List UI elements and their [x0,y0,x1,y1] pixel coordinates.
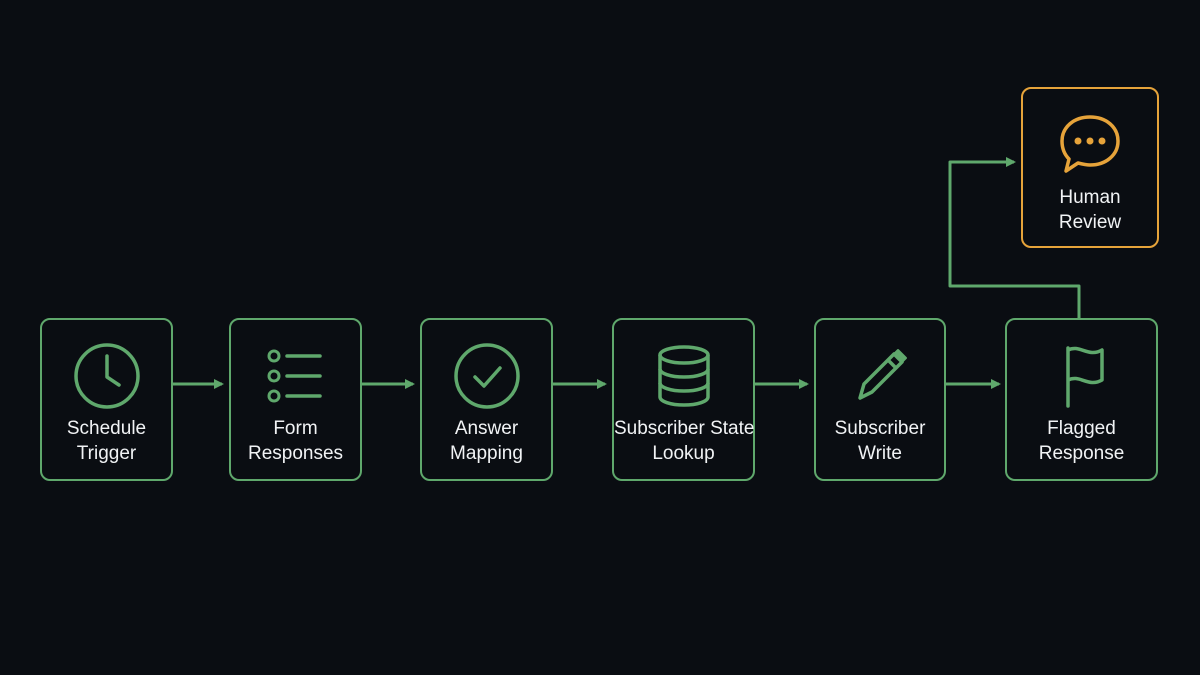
list-icon [260,340,332,412]
node-label: Subscriber State Lookup [614,418,755,464]
node-flagged-response[interactable]: Flagged Response [1005,318,1158,481]
flag-icon [1046,340,1118,412]
chat-bubble-icon [1054,107,1126,179]
node-answer-mapping[interactable]: Answer Mapping [420,318,553,481]
node-label: Subscriber Write [834,418,926,464]
database-icon [648,340,720,412]
pencil-icon [844,340,916,412]
arrow-flagged-to-review [948,157,1081,318]
clock-icon [71,340,143,412]
node-schedule-trigger[interactable]: Schedule Trigger [40,318,173,481]
node-label: Answer Mapping [450,418,523,464]
node-label: Human Review [1058,187,1122,233]
node-label: Form Responses [247,418,344,464]
node-subscriber-state-lookup[interactable]: Subscriber State Lookup [612,318,755,481]
node-label: Flagged Response [1038,418,1125,464]
check-circle-icon [451,340,523,412]
node-subscriber-write[interactable]: Subscriber Write [814,318,946,481]
node-human-review[interactable]: Human Review [1021,87,1159,248]
node-form-responses[interactable]: Form Responses [229,318,362,481]
node-label: Schedule Trigger [66,418,147,464]
